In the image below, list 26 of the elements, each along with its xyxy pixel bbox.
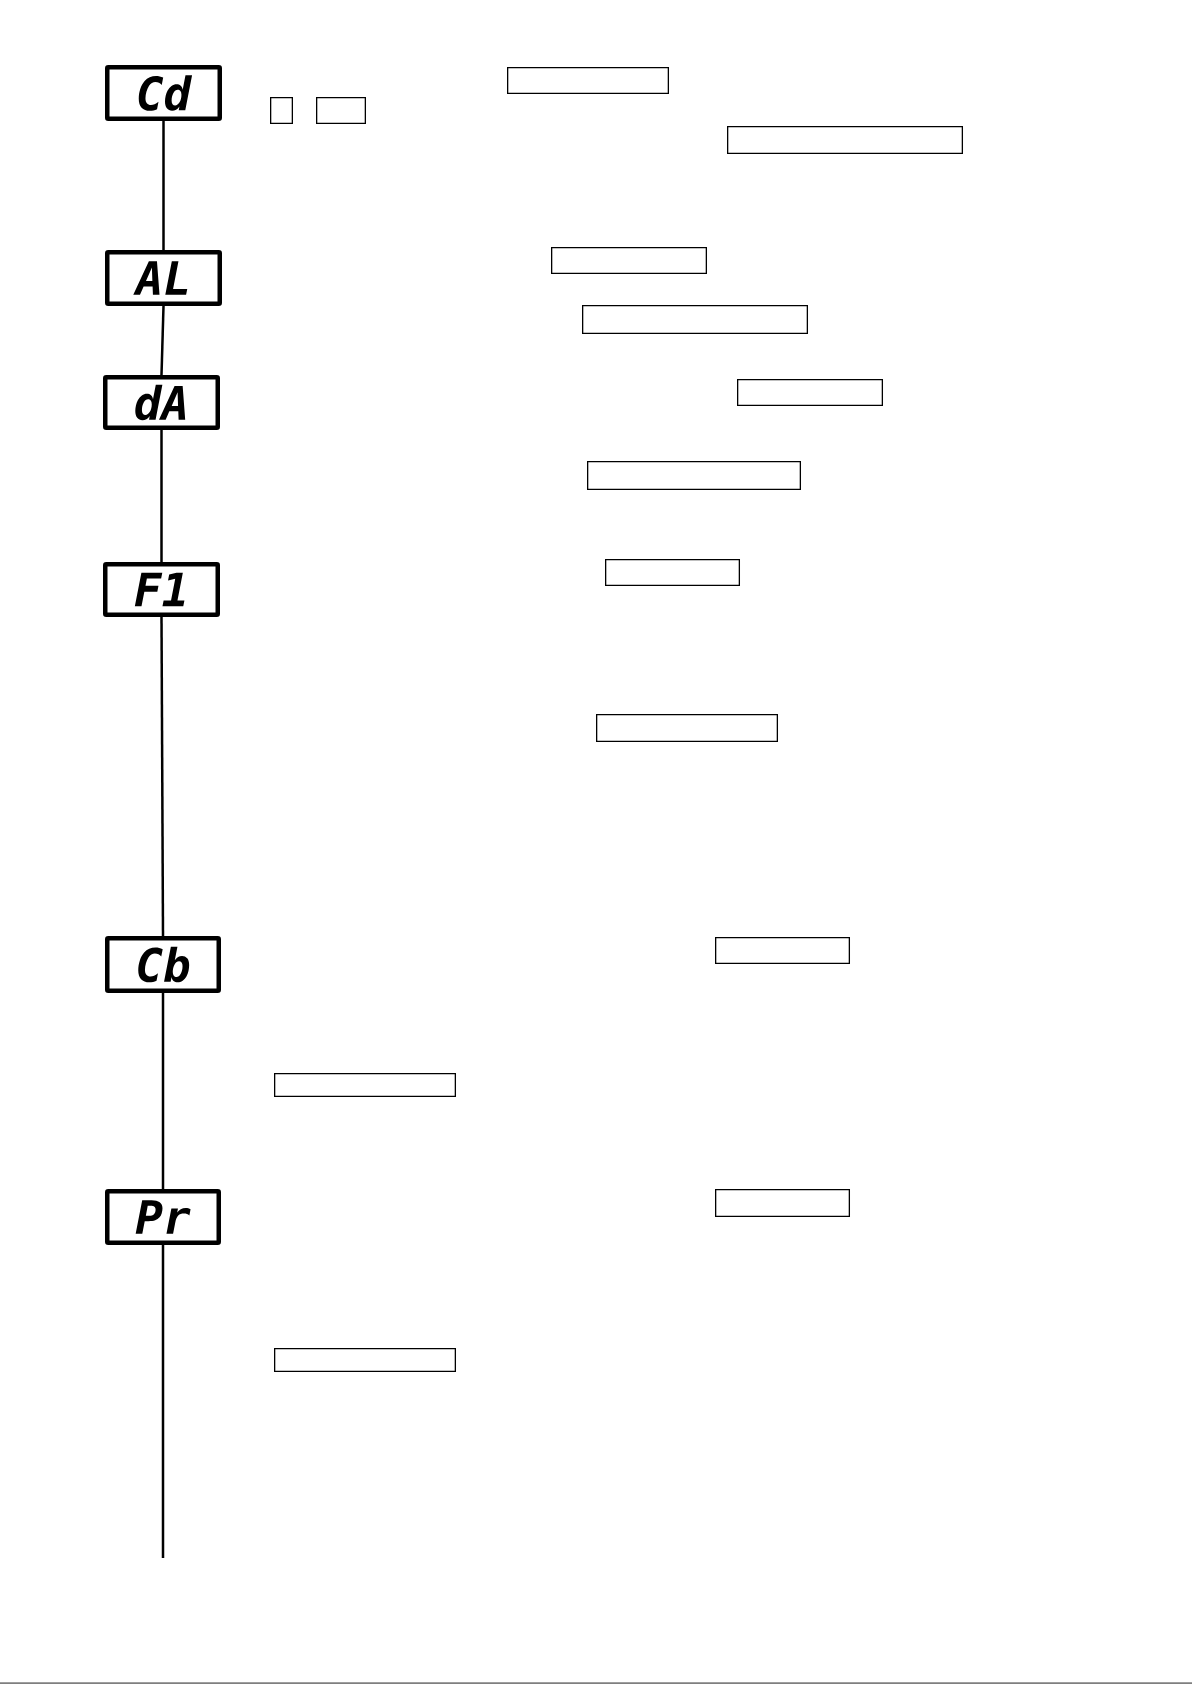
blank-field [587, 461, 801, 490]
connector-line [162, 121, 165, 250]
display-box: Cd [105, 65, 222, 121]
blank-field [270, 97, 293, 124]
display-box: AL [105, 250, 222, 306]
blank-field [316, 97, 366, 124]
blank-field [582, 305, 808, 334]
connector-line [160, 617, 165, 936]
display-box: Pr [105, 1189, 221, 1245]
display-box: dA [103, 375, 220, 430]
blank-field [274, 1073, 456, 1097]
display-box: F1 [103, 562, 220, 617]
blank-field [727, 126, 963, 154]
display-box: Cb [105, 936, 221, 993]
connector-line [160, 430, 163, 562]
blank-field [605, 559, 740, 586]
blank-field [596, 714, 778, 742]
blank-field [507, 67, 669, 94]
connector-line [161, 1245, 165, 1558]
blank-field [551, 247, 707, 274]
blank-field [274, 1348, 456, 1372]
blank-field [737, 379, 883, 406]
connector-line [161, 993, 165, 1189]
blank-field [715, 937, 850, 964]
connector-line [160, 305, 165, 376]
blank-field [715, 1189, 850, 1217]
